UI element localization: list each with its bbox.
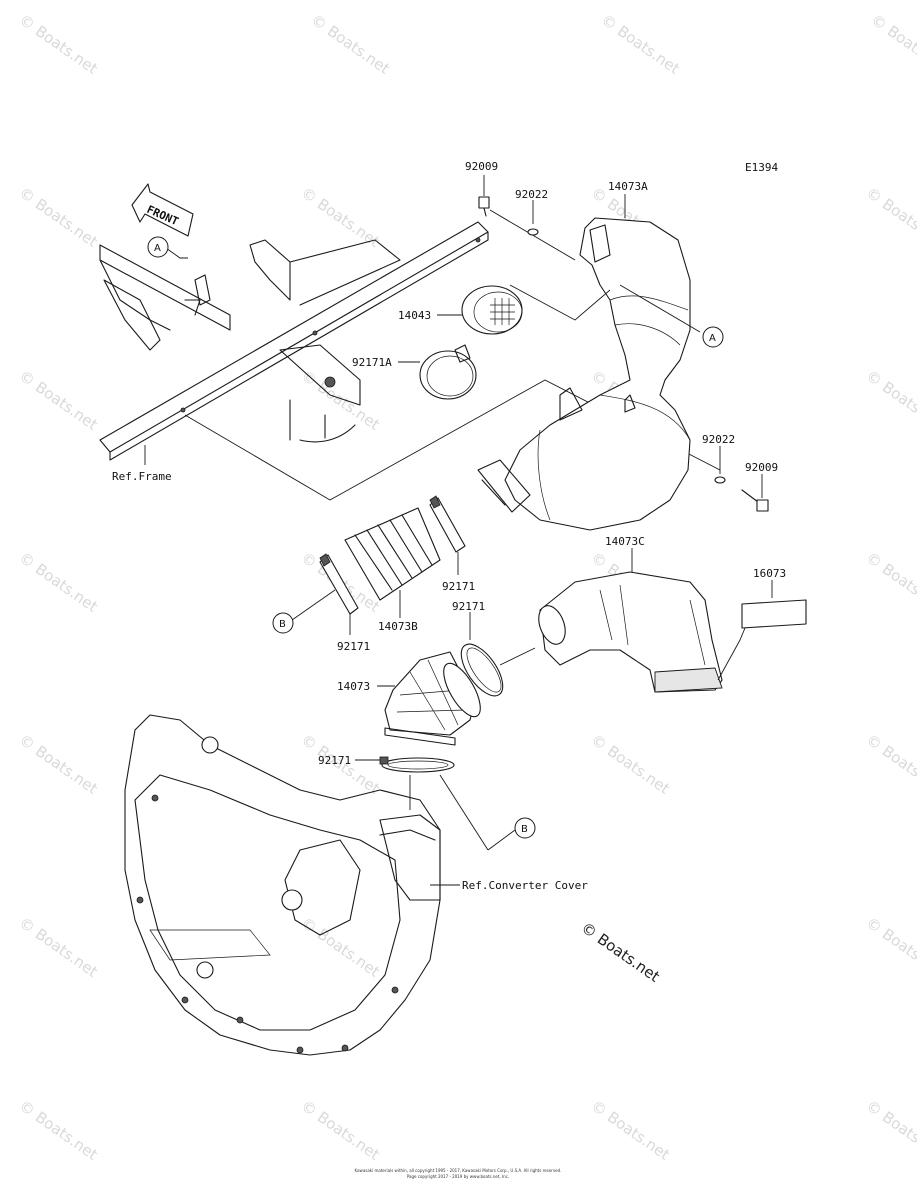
- label-92171-mid2: 92171: [452, 600, 485, 613]
- duct-14073A: [477, 194, 691, 531]
- watermark: © Boats.net: [308, 11, 393, 78]
- figure-code: E1394: [745, 161, 778, 174]
- watermark: © Boats.net: [863, 184, 917, 251]
- label-92171A: 92171A: [352, 356, 392, 369]
- clamp-92171-low: [355, 756, 489, 851]
- washer-92022-right: [714, 446, 726, 484]
- callout-a-left: A: [147, 236, 188, 259]
- watermark: © Boats.net: [863, 731, 917, 798]
- converter-cover: [124, 714, 460, 1056]
- watermark: © Boats.net: [16, 1097, 101, 1164]
- elbow-14073: [377, 651, 481, 746]
- label-92022-right: 92022: [702, 433, 735, 446]
- label-92009-right: 92009: [745, 461, 778, 474]
- watermark: © Boats.net: [16, 549, 101, 616]
- ref-converter-cover-label: Ref.Converter Cover: [462, 879, 588, 892]
- watermark: © Boats.net: [598, 11, 683, 78]
- duct-14073C: [538, 548, 746, 693]
- callout-b-right: B: [487, 817, 536, 851]
- label-14073C: 14073C: [605, 535, 645, 548]
- bellows-14073B: [344, 507, 441, 618]
- watermark: © Boats.net: [16, 914, 101, 981]
- label-14073A: 14073A: [608, 180, 648, 193]
- watermark: © Boats.net: [863, 549, 917, 616]
- watermark: © Boats.net: [298, 367, 383, 434]
- clamp-92171-mid: [429, 495, 466, 575]
- watermark: © Boats.net: [16, 367, 101, 434]
- boats-net-logo: © Boats.net: [578, 919, 663, 986]
- watermark: © Boats.net: [863, 1097, 917, 1164]
- label-14073B: 14073B: [378, 620, 418, 633]
- label-92171-left: 92171: [337, 640, 370, 653]
- watermark: © Boats.net: [16, 184, 101, 251]
- washer-92022-top: [527, 200, 539, 236]
- watermark: © Boats.net: [16, 731, 101, 798]
- label-92171-low: 92171: [318, 754, 351, 767]
- label-14073: 14073: [337, 680, 370, 693]
- label-92171-mid: 92171: [442, 580, 475, 593]
- clamp-92171-left: [319, 553, 359, 635]
- watermark: © Boats.net: [298, 914, 383, 981]
- label-16073: 16073: [753, 567, 786, 580]
- bolt-92009-right: [741, 474, 769, 512]
- screen-14043: [437, 284, 611, 335]
- label-92009-top: 92009: [465, 160, 498, 173]
- svg-text:A: A: [154, 243, 161, 254]
- watermark: © Boats.net: [16, 11, 101, 78]
- watermark: © Boats.net: [863, 367, 917, 434]
- watermark: © Boats.net: [588, 1097, 673, 1164]
- svg-text:B: B: [279, 619, 286, 630]
- front-arrow-icon: FRONT: [131, 183, 194, 237]
- pad-16073: [741, 580, 807, 629]
- clamp-92171-mid2: [460, 612, 536, 697]
- svg-text:A: A: [709, 333, 716, 344]
- ref-frame-label: Ref.Frame: [112, 470, 172, 483]
- label-92022-top: 92022: [515, 188, 548, 201]
- watermark: © Boats.net: [868, 11, 917, 78]
- watermark: © Boats.net: [298, 1097, 383, 1164]
- callout-b-left: B: [272, 589, 336, 634]
- clamp-92171A: [398, 344, 477, 400]
- watermark: © Boats.net: [588, 731, 673, 798]
- watermark: © Boats.net: [863, 914, 917, 981]
- copyright-line-1: Kawasaki materials within, all copyright…: [355, 1168, 562, 1173]
- copyright-line-2: Page copyright 2017 - 2019 by www.boats.…: [407, 1174, 509, 1179]
- svg-text:B: B: [521, 824, 528, 835]
- label-14043: 14043: [398, 309, 431, 322]
- callout-a-right: A: [619, 284, 724, 348]
